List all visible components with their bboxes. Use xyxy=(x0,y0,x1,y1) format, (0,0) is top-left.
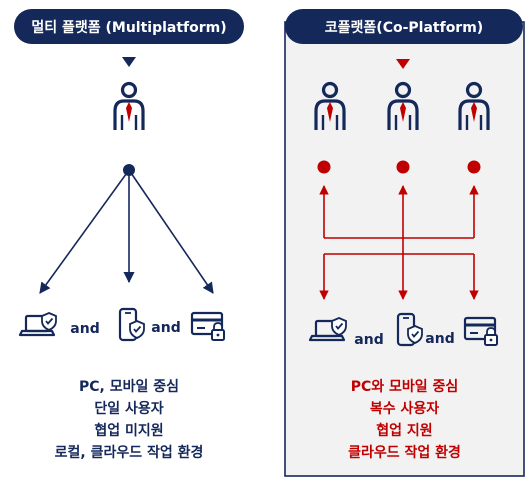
arrow-to-pc xyxy=(39,169,130,294)
description-line: 협업 지원 xyxy=(376,423,433,439)
description-line: 복수 사용자 xyxy=(369,401,440,417)
laptop-shield-icon xyxy=(20,313,56,335)
multiplatform-description: PC, 모바일 중심 단일 사용자 협업 미지원 로컬, 클라우드 작업 환경 xyxy=(14,376,244,464)
phone-shield-icon xyxy=(120,309,144,340)
triangle-down-icon xyxy=(396,59,410,69)
and-label: and xyxy=(70,321,99,337)
description-line: 클라우드 작업 환경 xyxy=(348,445,461,461)
triangle-down-icon xyxy=(122,57,136,67)
and-label: and xyxy=(151,320,180,336)
description-line: PC와 모바일 중심 xyxy=(350,379,459,395)
user-node xyxy=(467,160,481,174)
coplatform-description: PC와 모바일 중심 복수 사용자 협업 지원 클라우드 작업 환경 xyxy=(285,376,524,464)
sync-network xyxy=(319,185,479,300)
coplatform-title-pill xyxy=(285,9,523,44)
user-node xyxy=(396,160,410,174)
description-line: 협업 미지원 xyxy=(94,423,164,439)
arrow-to-card xyxy=(128,169,214,294)
and-label: and xyxy=(425,331,454,347)
coplatform-title: 코플랫폼(Co-Platform) xyxy=(325,19,483,36)
card-lock-icon xyxy=(190,311,226,342)
user-node xyxy=(317,160,331,174)
user-icon xyxy=(113,81,145,132)
and-label: and xyxy=(354,332,383,348)
description-line: PC, 모바일 중심 xyxy=(78,379,179,395)
multiplatform-title-pill xyxy=(14,9,244,44)
multiplatform-title: 멀티 플랫폼 (Multiplatform) xyxy=(31,19,226,36)
description-line: 로컬, 클라우드 작업 환경 xyxy=(54,445,204,461)
description-line: 단일 사용자 xyxy=(94,401,164,417)
